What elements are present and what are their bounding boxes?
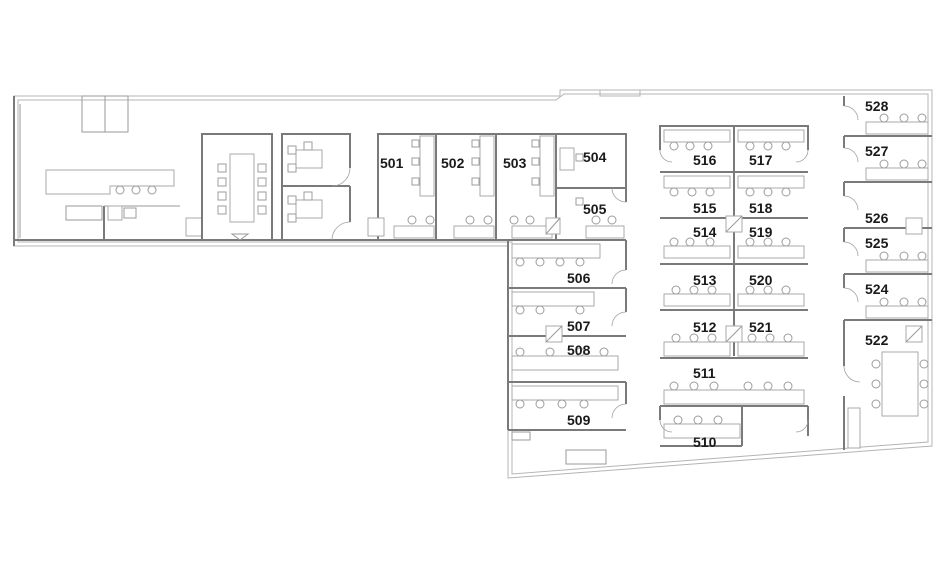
room-label-518: 518 — [749, 200, 773, 216]
room-label-501: 501 — [380, 155, 404, 171]
room-label-520: 520 — [749, 272, 773, 288]
room-label-528: 528 — [865, 98, 889, 114]
room-label-503: 503 — [503, 155, 527, 171]
room-label-522: 522 — [865, 332, 889, 348]
room-label-521: 521 — [749, 319, 773, 335]
room-label-512: 512 — [693, 319, 717, 335]
room-label-507: 507 — [567, 318, 591, 334]
room-label-505: 505 — [583, 201, 607, 217]
room-labels: 501 502 503 504 505 506 507 508 509 510 … — [380, 98, 889, 450]
left-wing-walls — [13, 95, 508, 246]
room-label-508: 508 — [567, 342, 591, 358]
room-label-514: 514 — [693, 224, 717, 240]
room-label-519: 519 — [749, 224, 773, 240]
room-label-509: 509 — [567, 412, 591, 428]
room-label-515: 515 — [693, 200, 717, 216]
room-label-513: 513 — [693, 272, 717, 288]
room-label-527: 527 — [865, 143, 889, 159]
offices-510-521 — [659, 125, 809, 447]
room-label-510: 510 — [693, 434, 717, 450]
room-label-504: 504 — [583, 149, 607, 165]
room-label-524: 524 — [865, 281, 889, 297]
offices-522-528 — [843, 96, 932, 450]
small-meeting-rooms — [281, 133, 351, 241]
room-label-526: 526 — [865, 210, 889, 226]
room-label-516: 516 — [693, 152, 717, 168]
room-label-517: 517 — [749, 152, 773, 168]
room-label-502: 502 — [441, 155, 465, 171]
offices-506-509 — [507, 239, 627, 465]
room-label-511: 511 — [693, 365, 716, 381]
room-label-525: 525 — [865, 235, 889, 251]
room-label-506: 506 — [567, 270, 591, 286]
offices-501-505 — [367, 133, 627, 240]
building-envelope — [13, 89, 933, 479]
conference-room — [201, 133, 273, 241]
